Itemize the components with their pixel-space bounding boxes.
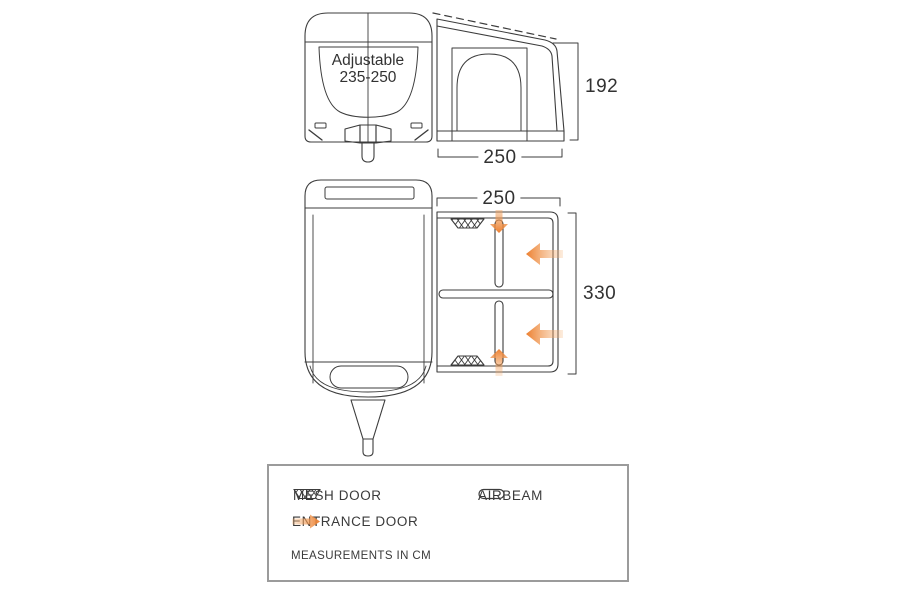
entrance-arrows: [490, 201, 563, 376]
caravan-plan-view: [304, 179, 433, 457]
awning-length-dimension: 330: [583, 283, 617, 304]
entrance-arrow-left-top-icon: [526, 243, 563, 265]
awning-height-dimension: 192: [585, 76, 619, 97]
caravan-front-view: [304, 12, 433, 163]
mesh-door-bottom: [450, 355, 485, 366]
adjustable-roof-dashed-line: [432, 12, 557, 40]
awning-depth-dimension: 250: [478, 147, 522, 169]
legend-box: MESH DOOR AIRBEAM ENTRANCE DOOR MEASUREM…: [267, 464, 629, 582]
awning-plan-view: [436, 211, 559, 373]
entrance-arrow-up-icon: [490, 349, 508, 376]
entrance-door-icon: [292, 514, 320, 529]
legend-item-mesh-door: MESH DOOR: [293, 488, 382, 503]
awning-side-view: [432, 12, 565, 142]
tow-hitch-plan: [350, 399, 386, 457]
side-view-dimension-lines: [437, 42, 579, 158]
airbeam-icon: [478, 488, 505, 500]
tow-hitch: [344, 124, 392, 163]
caravan-adjustable-label: Adjustable 235-250: [331, 52, 405, 86]
mesh-door-icon: [293, 489, 321, 499]
measurements-note: MEASUREMENTS IN CM: [291, 550, 432, 562]
entrance-arrow-down-icon: [490, 201, 508, 233]
legend-item-entrance-door: ENTRANCE DOOR: [292, 514, 418, 529]
plan-view: [304, 179, 577, 457]
entrance-arrow-left-bottom-icon: [526, 323, 563, 345]
mesh-door-top: [450, 218, 485, 229]
awning-width-dimension: 250: [477, 188, 521, 210]
side-elevation-view: [304, 12, 579, 163]
legend-label-entrance-door: ENTRANCE DOOR: [292, 514, 419, 529]
legend-label-airbeam: AIRBEAM: [478, 488, 543, 503]
airbeam-middle: [438, 289, 554, 299]
legend-item-airbeam: AIRBEAM: [478, 488, 543, 503]
